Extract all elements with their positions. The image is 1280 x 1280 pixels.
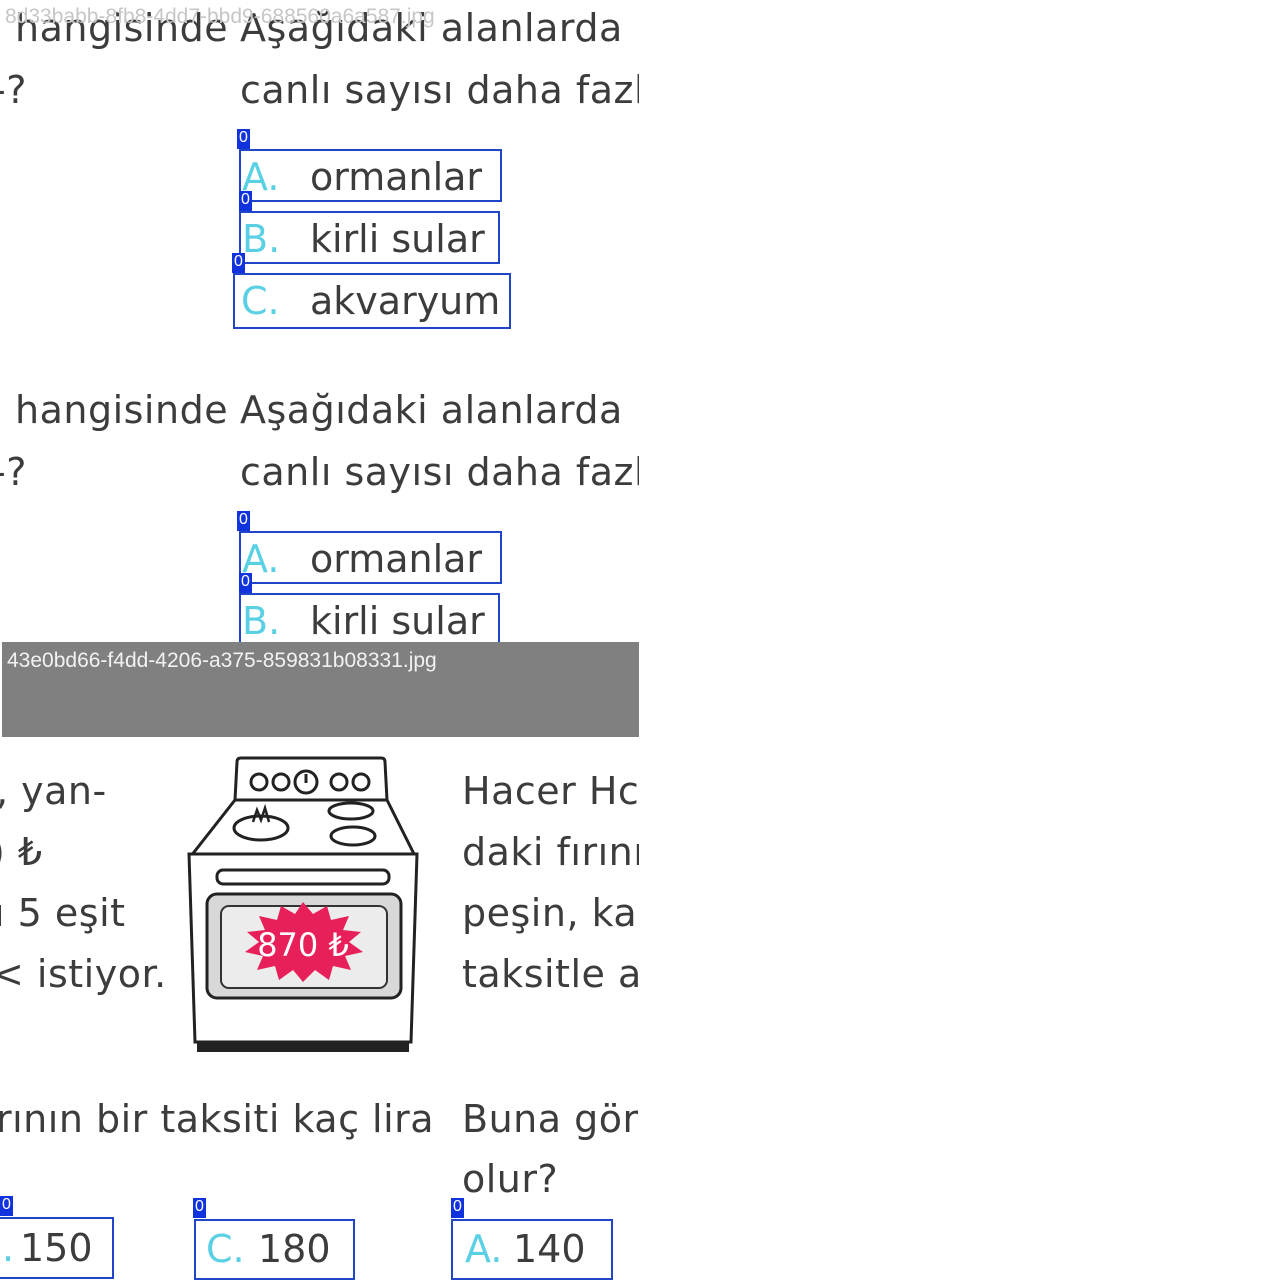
right-text-line1: Hacer Hc [462, 769, 639, 813]
option-b-kirli-sular[interactable]: B. kirli sular [239, 211, 500, 264]
option-text: ormanlar [310, 537, 483, 581]
option-letter: B. [242, 599, 281, 642]
filename-label-top: 8d33babb-8fb8-4dd7-bbd9-688560a6a587.jpg [5, 5, 435, 28]
stove-cooktop [187, 798, 418, 858]
knob-icon [329, 772, 349, 792]
question-left-line1: hangisinde [15, 6, 229, 50]
option-b-kirli-sular[interactable]: B. kirli sular [239, 593, 500, 642]
knob-icon [249, 772, 269, 792]
question-right-line2: canlı sayısı daha fazla [240, 450, 639, 494]
element-index-tag: 0 [237, 129, 250, 149]
right-text-line2: daki fırını [462, 830, 639, 874]
option-c-akvaryum[interactable]: C. akvaryum [233, 273, 511, 329]
element-index-tag: 0 [193, 1198, 206, 1218]
element-index-tag: 0 [239, 573, 252, 593]
answer-180[interactable]: C. 180 [194, 1219, 355, 1280]
option-letter: C. [241, 279, 280, 323]
option-text: 180 [258, 1227, 331, 1271]
left-text-line3: ı 5 eşit [0, 891, 126, 935]
option-text: akvaryum [310, 279, 501, 323]
element-index-tag: 0 [237, 511, 250, 531]
right-text-line4: taksitle al [462, 952, 639, 996]
option-letter: . [2, 1226, 15, 1270]
option-text: kirli sular [310, 599, 485, 642]
option-text: 150 [20, 1226, 93, 1270]
question-right-line2: olur? [462, 1157, 559, 1201]
option-text: 140 [513, 1227, 586, 1271]
filename-header-bar: 43e0bd66-f4dd-4206-a375-859831b08331.jpg [2, 642, 639, 737]
option-a-ormanlar[interactable]: A. ormanlar [239, 531, 502, 584]
option-text: kirli sular [310, 217, 485, 261]
knob-icon [271, 772, 291, 792]
left-text-line2: ) ₺ [0, 830, 43, 874]
price-tag-label: 870 ₺ [257, 926, 349, 964]
top-screenshot-panel: 8d33babb-8fb8-4dd7-bbd9-688560a6a587.jpg… [0, 0, 639, 642]
option-a-ormanlar[interactable]: A. ormanlar [239, 149, 502, 202]
filename-label-bottom: 43e0bd66-f4dd-4206-a375-859831b08331.jpg [7, 649, 437, 672]
option-letter: A. [465, 1227, 503, 1271]
question-right-line2: canlı sayısı daha fazla [240, 68, 639, 112]
option-letter: C. [206, 1227, 245, 1271]
element-index-tag: 0 [0, 1196, 13, 1216]
stove-base [197, 1042, 409, 1052]
answer-150[interactable]: . 150 [0, 1217, 114, 1279]
stove-illustration: 870 ₺ [187, 756, 419, 1052]
question-left-line2: -? [0, 450, 27, 494]
knob-icon [351, 772, 371, 792]
answer-140[interactable]: A. 140 [451, 1219, 613, 1280]
burner-icon [232, 814, 290, 842]
burner-icon [327, 801, 375, 821]
burner-icon [329, 825, 377, 847]
option-letter: B. [242, 217, 281, 261]
question-left: rının bir taksiti kaç lira [0, 1097, 435, 1141]
element-index-tag: 0 [239, 191, 252, 211]
oven-handle [215, 868, 391, 886]
right-text-line3: peşin, kal [462, 891, 639, 935]
left-text-line4: < istiyor. [0, 952, 167, 996]
price-burst-icon [245, 902, 363, 982]
element-index-tag: 0 [232, 253, 245, 273]
question-left-line2: -? [0, 68, 27, 112]
question-right-line1: Aşağıdaki alanlarda [240, 6, 623, 50]
question-left-line1: hangisinde [15, 388, 229, 432]
option-text: ormanlar [310, 155, 483, 199]
question-right-line1: Buna gör [462, 1097, 639, 1141]
element-index-tag: 0 [451, 1198, 464, 1218]
question-right-line1: Aşağıdaki alanlarda [240, 388, 623, 432]
flame-icon [251, 803, 271, 824]
left-text-line1: , yan- [0, 769, 107, 813]
